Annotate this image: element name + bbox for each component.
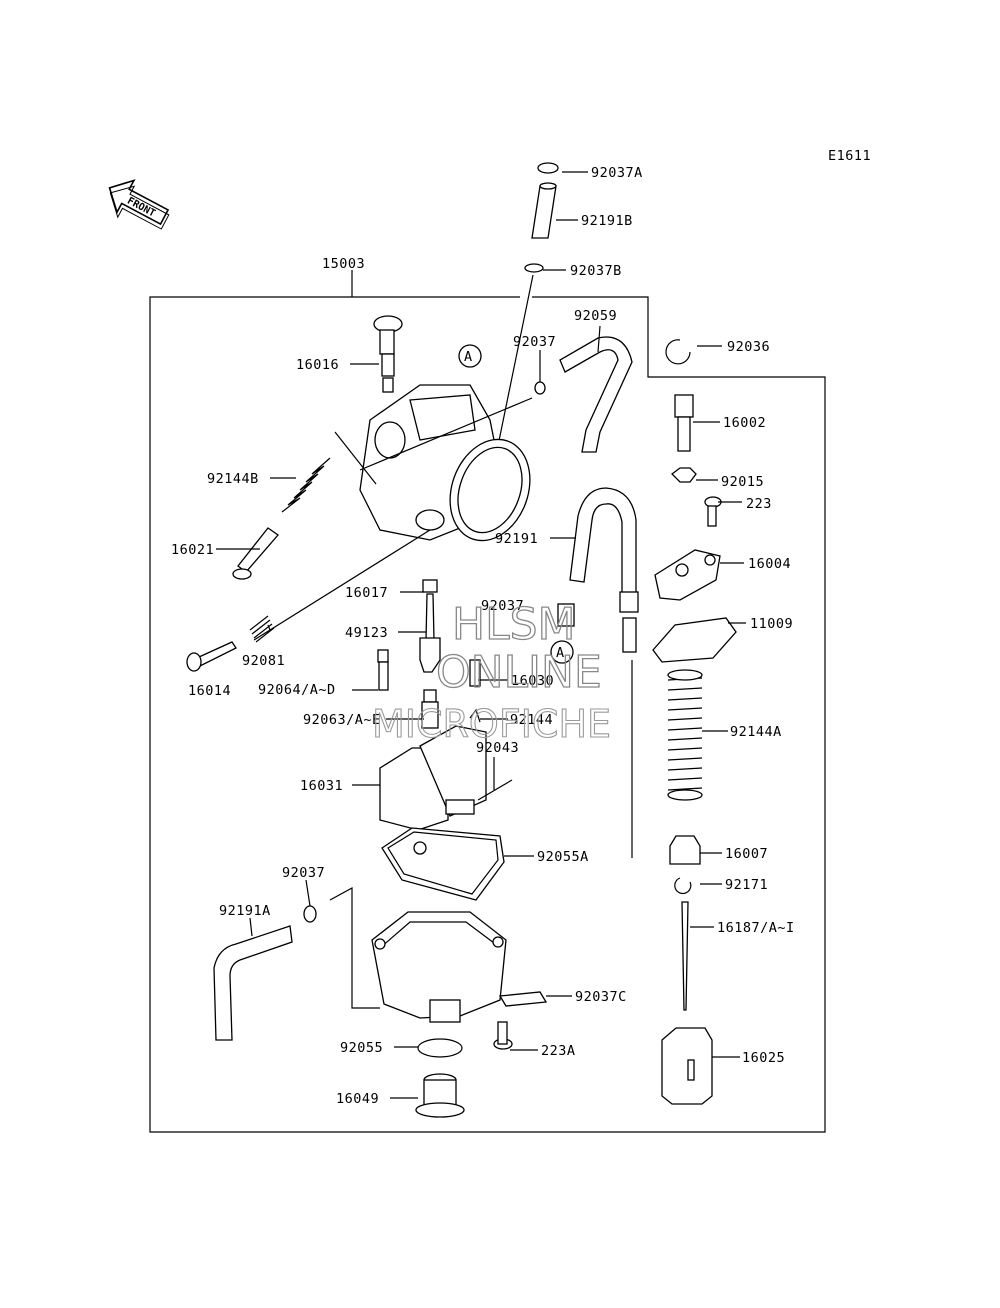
label-92191A: 92191A <box>219 903 271 919</box>
label-92037B: 92037B <box>570 263 622 279</box>
label-16004: 16004 <box>748 556 791 572</box>
carburetor-body: A <box>359 344 531 542</box>
part-16002 <box>674 394 694 452</box>
label-16014: 16014 <box>188 683 231 699</box>
label-92055A: 92055A <box>537 849 589 865</box>
label-16049: 16049 <box>336 1091 379 1107</box>
hose-92191 <box>569 487 639 653</box>
part-16021 <box>232 527 279 580</box>
label-16007: 16007 <box>725 846 768 862</box>
part-223A <box>493 1021 513 1050</box>
label-16031: 16031 <box>300 778 343 794</box>
label-92063: 92063/A~E <box>303 712 381 728</box>
label-92144B: 92144B <box>207 471 259 487</box>
label-11009: 11009 <box>750 616 793 632</box>
label-223: 223 <box>746 496 772 512</box>
label-16021: 16021 <box>171 542 214 558</box>
float-16031 <box>379 725 487 831</box>
part-92081-16014 <box>186 615 275 672</box>
watermark-line1: HLSM <box>452 599 576 650</box>
hose-92191A <box>213 905 317 1041</box>
watermark: HLSM ONLINE MICROFICHE <box>371 598 611 746</box>
label-92144: 92144 <box>510 712 553 728</box>
label-16025: 16025 <box>742 1050 785 1066</box>
part-16049 <box>415 1073 465 1118</box>
label-16187: 16187/A~I <box>717 920 795 936</box>
label-92043: 92043 <box>476 740 519 756</box>
label-15003: 15003 <box>322 256 365 272</box>
watermark-line2: ONLINE <box>436 647 602 698</box>
hose-top-group <box>492 162 559 471</box>
label-92171: 92171 <box>725 877 768 893</box>
label-49123: 49123 <box>345 625 388 641</box>
label-92037A: 92037A <box>591 165 643 181</box>
part-16016 <box>373 315 403 393</box>
float-bowl <box>371 911 507 1023</box>
label-92055: 92055 <box>340 1040 383 1056</box>
marker-a-lower: A <box>556 645 565 661</box>
label-92015: 92015 <box>721 474 764 490</box>
label-92037-mid: 92037 <box>481 598 524 614</box>
front-arrow-icon: FRONT <box>108 179 170 230</box>
jet-parts <box>377 579 575 729</box>
label-92059: 92059 <box>574 308 617 324</box>
label-92191: 92191 <box>495 531 538 547</box>
spring-92144A <box>667 669 703 801</box>
label-92064: 92064/A~D <box>258 682 336 698</box>
label-16016: 16016 <box>296 357 339 373</box>
spring-92144B <box>281 457 331 513</box>
label-16017: 16017 <box>345 585 388 601</box>
assembly-frame <box>149 270 826 1133</box>
hose-92059 <box>559 336 633 453</box>
marker-a-top: A <box>464 349 473 365</box>
part-16004 <box>654 549 721 601</box>
label-92037-low: 92037 <box>282 865 325 881</box>
part-223 <box>704 496 722 527</box>
label-92037C: 92037C <box>575 989 627 1005</box>
part-16025 <box>661 1027 713 1105</box>
label-16030: 16030 <box>511 673 554 689</box>
label-92081: 92081 <box>242 653 285 669</box>
label-92036: 92036 <box>727 339 770 355</box>
label-92144A: 92144A <box>730 724 782 740</box>
label-92191B: 92191B <box>581 213 633 229</box>
label-223A: 223A <box>541 1043 576 1059</box>
leader-lines <box>216 171 746 1099</box>
label-92037-top: 92037 <box>513 334 556 350</box>
label-16002: 16002 <box>723 415 766 431</box>
watermark-line3: MICROFICHE <box>372 702 611 746</box>
diagram-code: E1611 <box>828 148 871 164</box>
